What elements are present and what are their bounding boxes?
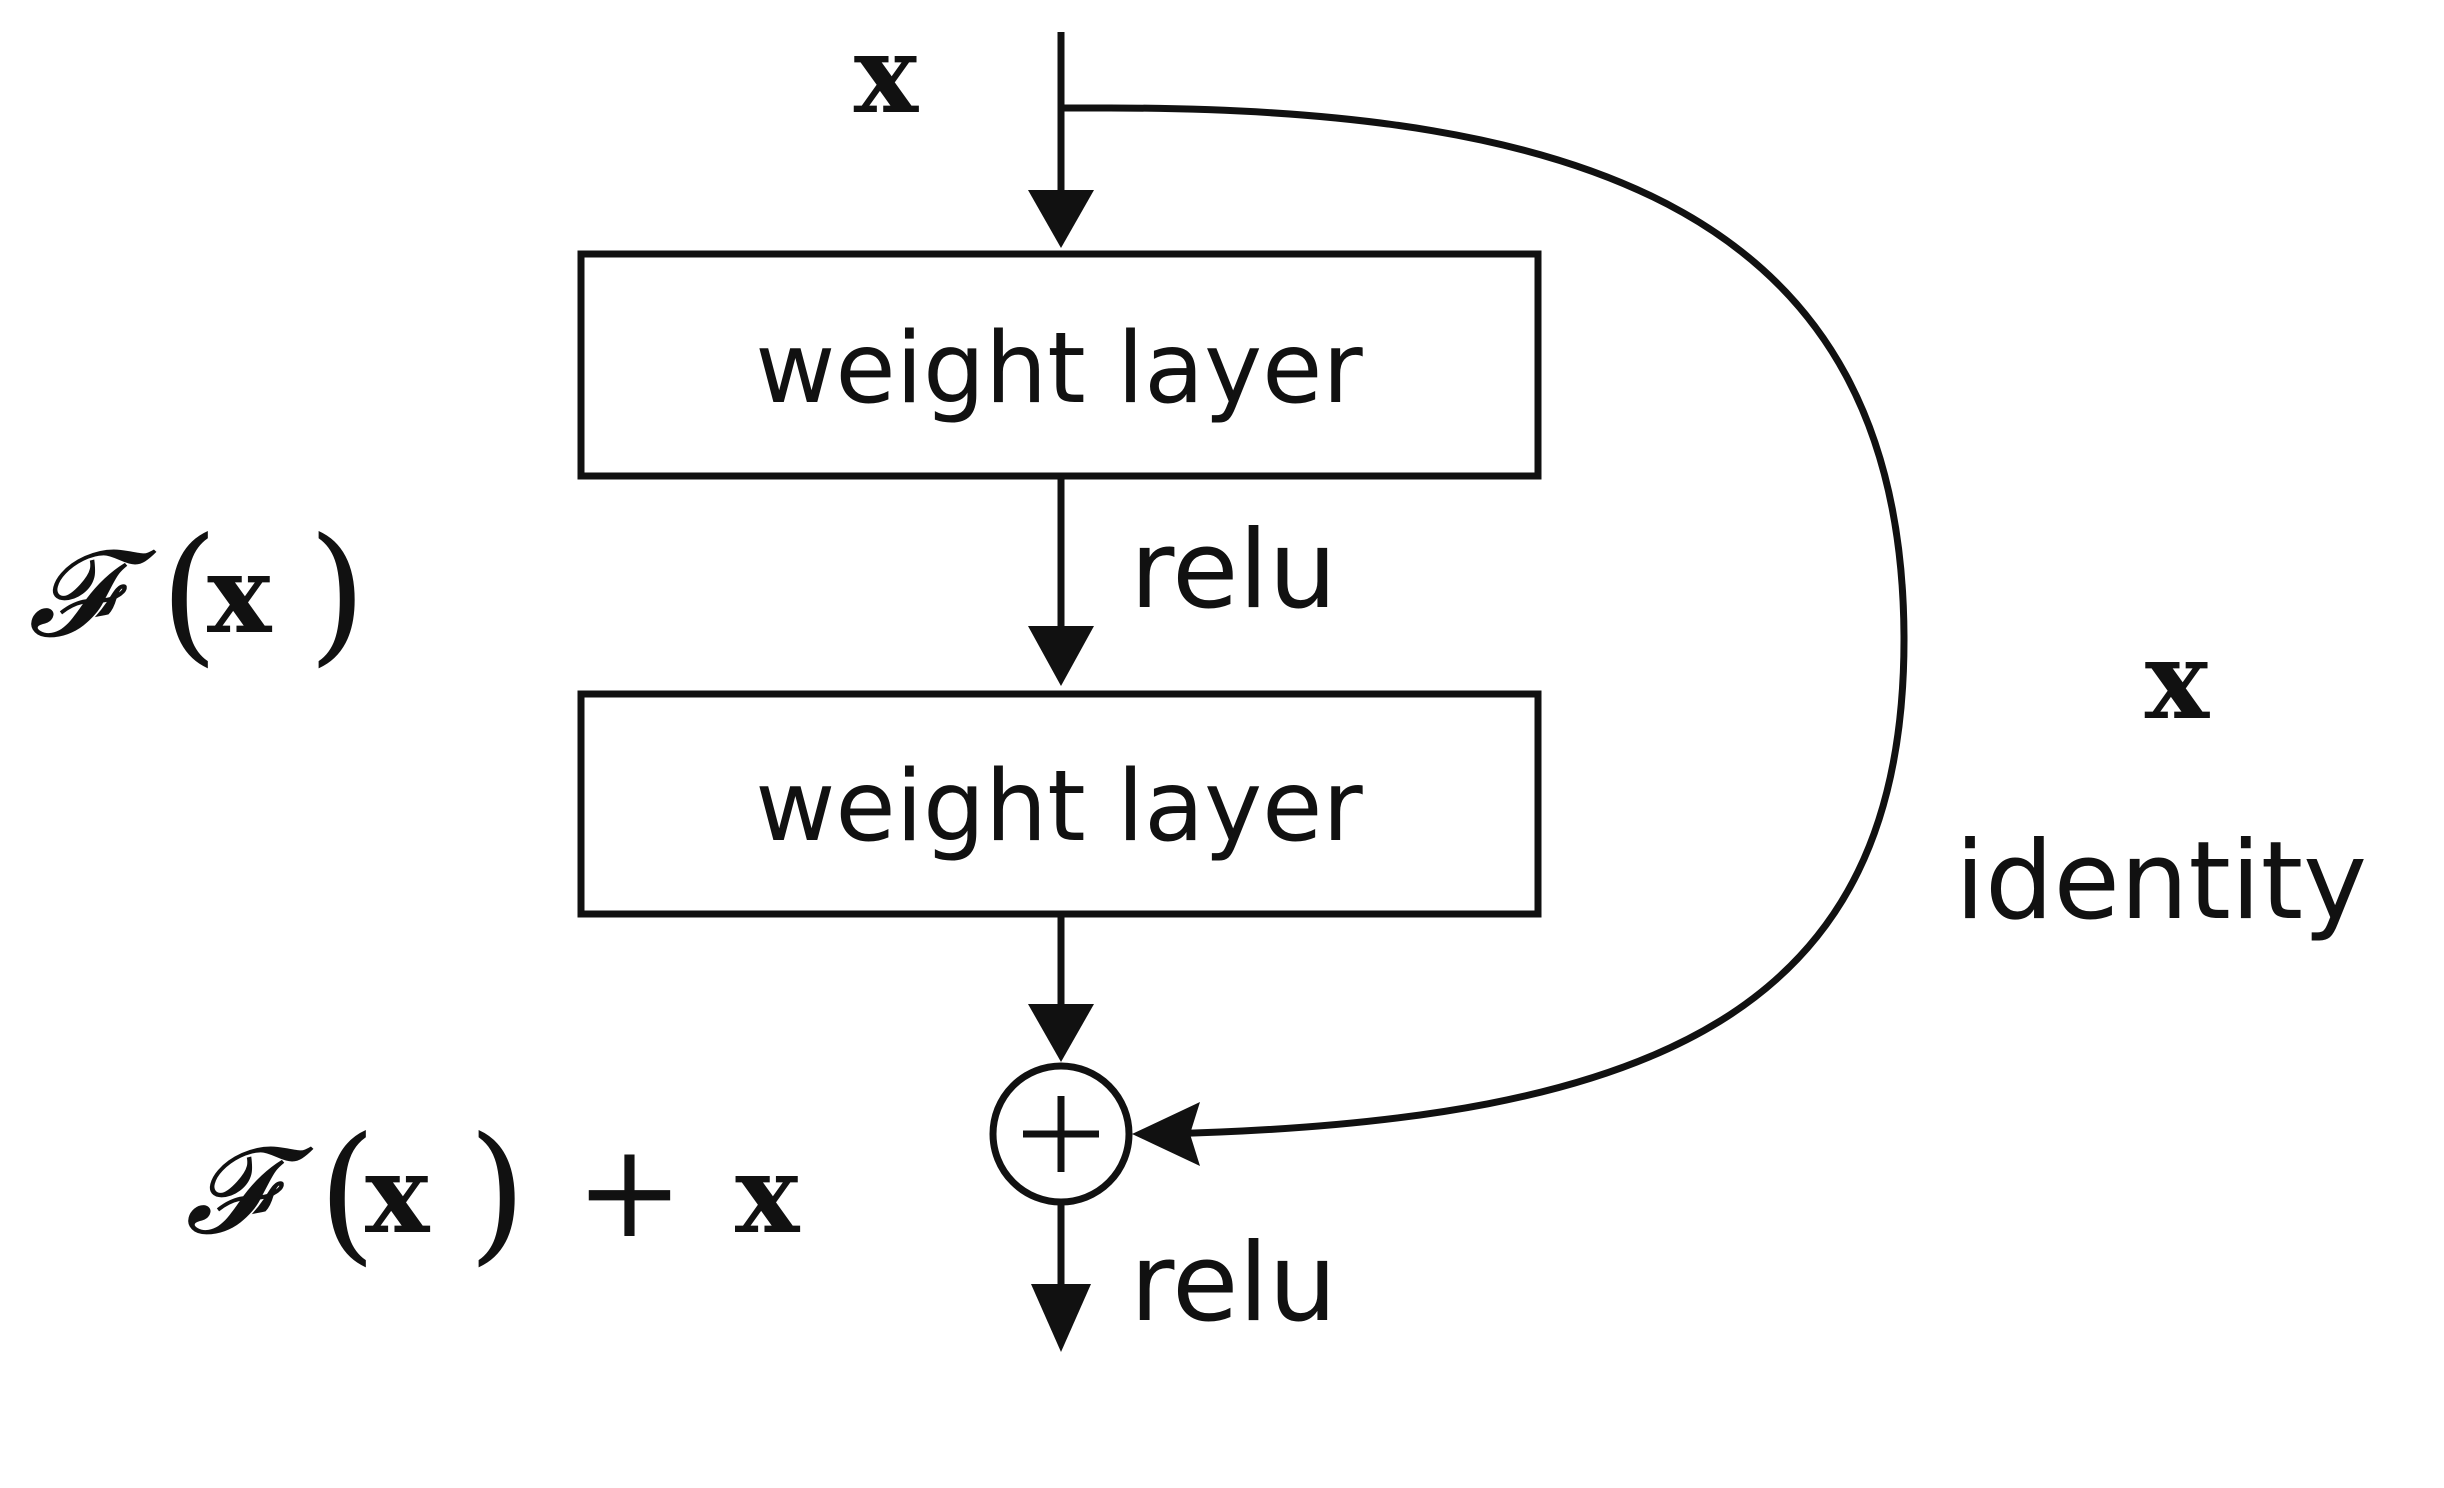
identity-shortcut-arrowhead (1132, 1102, 1200, 1166)
weight-layer-2-label: weight layer (755, 750, 1363, 864)
weight-layer-2: weight layer (577, 690, 1542, 918)
relu-2-label: relu (1130, 1221, 1337, 1346)
weight-layer-1-label: weight layer (755, 312, 1363, 426)
residual-close-paren: ) (308, 507, 367, 681)
output-x2: x (735, 1132, 801, 1258)
add-node (989, 1062, 1133, 1206)
output-open-paren: ( (318, 1106, 377, 1280)
identity-shortcut-path (1061, 104, 1908, 1138)
output-plus-sign: + (575, 1115, 684, 1267)
residual-open-paren: ( (160, 507, 219, 681)
output-sum-label: 𝓕 ( x ) + x (185, 1106, 801, 1280)
input-arrowhead (1028, 190, 1094, 248)
input-x-label: x (854, 12, 920, 138)
residual-x: x (207, 532, 273, 658)
relu-1-label: relu (1130, 508, 1337, 633)
residual-function-label: 𝓕 ( x ) (28, 507, 367, 681)
output-close-paren: ) (468, 1106, 527, 1280)
relu-1-arrowhead (1028, 626, 1094, 686)
weight-layer-1: weight layer (577, 250, 1542, 480)
output-x: x (365, 1132, 431, 1258)
shortcut-x-label: x (2145, 618, 2211, 744)
output-arrowhead (1031, 1284, 1091, 1352)
shortcut-identity-label: identity (1955, 819, 2367, 944)
weight-layer-2-box (577, 690, 1542, 918)
to-adder-arrowhead (1028, 1004, 1094, 1062)
output-f-symbol: 𝓕 (185, 1122, 314, 1261)
residual-f-symbol: 𝓕 (28, 525, 157, 664)
